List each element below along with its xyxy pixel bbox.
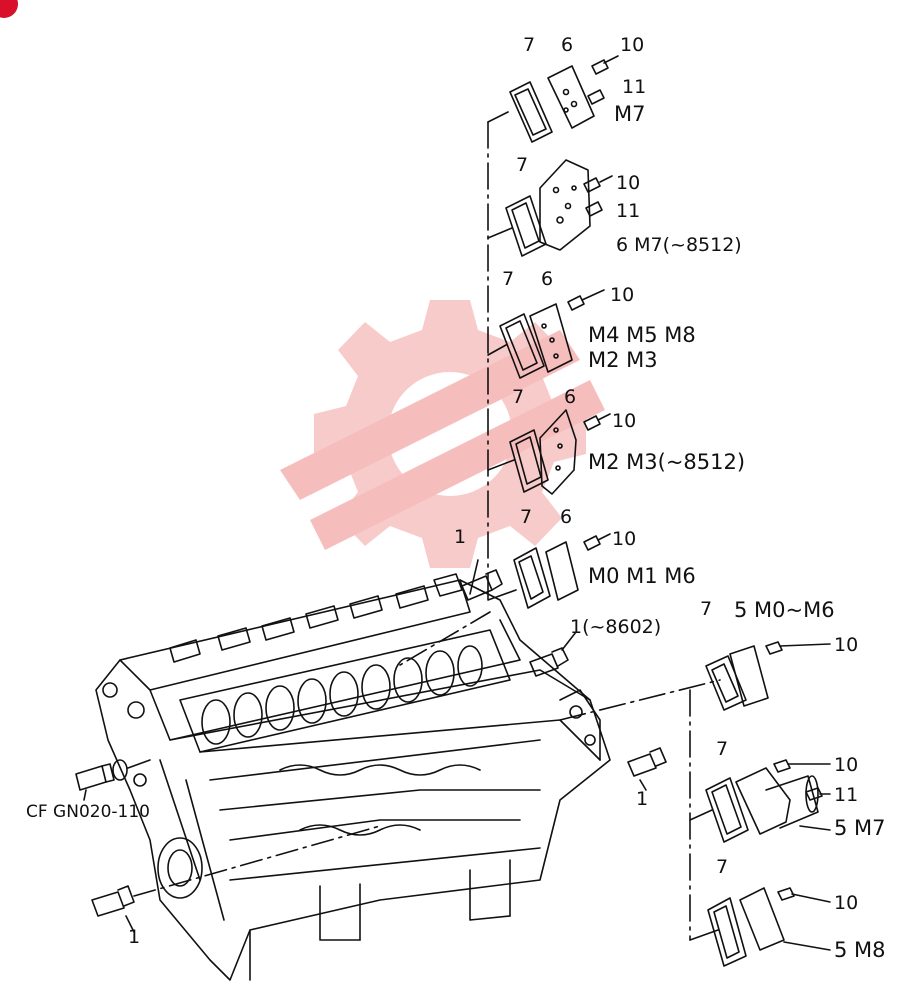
plug-11-r2: [805, 787, 831, 801]
leader-to-block-side: [559, 679, 721, 721]
label-r2-11: 11: [834, 784, 859, 806]
gasket-7-r2: [705, 777, 749, 843]
leader-r3-model: [783, 941, 831, 951]
plug-bolt-1-right: [627, 747, 667, 791]
engine-block: [95, 573, 611, 981]
label-plug-right: 1: [636, 788, 649, 810]
label-g1-model: M7: [614, 102, 646, 126]
label-r3-7: 7: [716, 856, 729, 878]
label-g2-10: 10: [616, 172, 641, 194]
leader-r3: [689, 929, 719, 941]
label-g3-6: 6: [541, 268, 554, 290]
label-g1-10: 10: [620, 34, 645, 56]
label-g5-model: M0 M1 M6: [588, 564, 696, 588]
label-g1-7: 7: [523, 34, 536, 56]
bolt-10-g4: [583, 413, 611, 431]
bolt-10-g1: [591, 55, 619, 75]
leader-r2: [689, 809, 713, 821]
gasket-7-r1: [705, 655, 747, 711]
label-g3-model-b: M2 M3: [588, 348, 658, 372]
gasket-7-r3: [707, 897, 747, 967]
label-g2-11: 11: [616, 200, 641, 222]
label-plug-left-bottom: 1: [128, 926, 141, 948]
label-g4-6: 6: [564, 386, 577, 408]
label-r1-7: 7: [700, 598, 713, 620]
label-r2-10: 10: [834, 754, 859, 776]
cover-6-g4: [539, 409, 577, 495]
cover-6-g5: [545, 541, 579, 601]
label-g4-model: M2 M3(~8512): [588, 450, 746, 474]
label-cf-part: CF GN020-110: [26, 802, 150, 822]
leader-to-block-top: [399, 611, 491, 666]
label-g5-7: 7: [520, 506, 533, 528]
bolt-10-g5: [583, 533, 611, 551]
label-r1-10: 10: [834, 634, 859, 656]
cover-6-g2: [539, 159, 591, 251]
leader-r2-model: [799, 825, 831, 831]
label-g1-11: 11: [622, 76, 647, 98]
label-g2-model: 6 M7(~8512): [616, 234, 742, 256]
plug-11-g1: [587, 89, 605, 105]
plug-11-g2: [585, 201, 603, 217]
label-g3-model-a: M4 M5 M8: [588, 323, 696, 347]
label-r1-5: 5 M0~M6: [734, 598, 835, 622]
gasket-7-g3: [499, 313, 545, 379]
cover-5-r3: [739, 887, 785, 951]
deck-ports: [169, 573, 463, 663]
label-r2-model: 5 M7: [834, 816, 886, 840]
bolt-10-r2: [773, 759, 831, 773]
cover-5-r1: [729, 645, 769, 707]
leader-g5: [487, 589, 517, 601]
label-r2-7: 7: [716, 738, 729, 760]
gasket-7-g5: [513, 547, 551, 609]
leader-g2: [487, 227, 513, 239]
plug-bolt-cf: [75, 759, 151, 801]
label-g5-10: 10: [612, 528, 637, 550]
bolt-10-r3: [777, 887, 831, 903]
label-g4-7: 7: [512, 386, 525, 408]
label-plug-top: 1: [454, 526, 467, 548]
label-plug-8602: 1(~8602): [570, 616, 662, 638]
bolt-10-r1: [765, 641, 831, 655]
leader-g3: [487, 344, 507, 356]
cover-6-g1: [547, 65, 595, 129]
label-g3-7: 7: [502, 268, 515, 290]
elbow-cover-5-r2: [735, 767, 819, 835]
corner-marker-icon: [0, 0, 18, 18]
label-r3-10: 10: [834, 892, 859, 914]
label-r3-model: 5 M8: [834, 938, 886, 962]
bolt-10-g3: [567, 289, 605, 311]
label-g4-10: 10: [612, 410, 637, 432]
gear-watermark-icon: [280, 300, 605, 568]
cylinder-bores: [201, 645, 483, 745]
label-g3-10: 10: [610, 284, 635, 306]
label-g5-6: 6: [560, 506, 573, 528]
label-g2-7: 7: [516, 154, 529, 176]
leader-g1: [487, 111, 509, 123]
gasket-7-g1: [509, 81, 553, 143]
label-g1-6: 6: [561, 34, 574, 56]
cover-6-g3: [529, 303, 573, 373]
plug-bolt-1-top: [461, 559, 503, 601]
leader-g4: [487, 459, 515, 471]
bolt-10-g2: [583, 175, 613, 193]
